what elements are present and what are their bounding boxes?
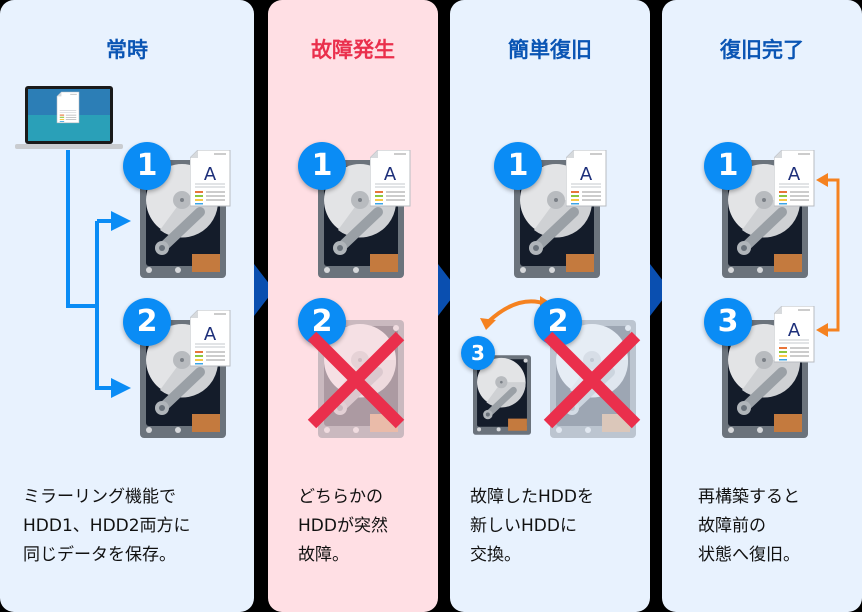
- svg-text:A: A: [788, 164, 801, 185]
- document-icon: A: [370, 150, 412, 208]
- failure-cross-icon: [542, 330, 642, 430]
- badge-hdd-1: 1: [298, 142, 346, 190]
- panel-title: 故障発生: [311, 38, 395, 62]
- badge-hdd-1: 1: [494, 142, 542, 190]
- panel-failure: 故障発生 A 1 2 どちらかの HDDが突然 故障。: [268, 0, 438, 612]
- badge-hdd-1: 1: [123, 142, 171, 190]
- laptop-icon: [15, 86, 123, 152]
- panel-description: ミラーリング機能で HDD1、HDD2両方に 同じデータを保存。: [23, 487, 191, 565]
- mirror-arrows: [66, 150, 131, 398]
- panel-title: 復旧完了: [720, 38, 804, 62]
- failure-cross-icon: [306, 330, 406, 430]
- panel-description: どちらかの HDDが突然 故障。: [298, 487, 388, 565]
- svg-text:A: A: [580, 164, 593, 185]
- svg-text:A: A: [384, 164, 397, 185]
- document-icon: A: [774, 306, 816, 364]
- svg-text:A: A: [204, 164, 217, 185]
- panel-normal: 常時 A 1 A 2 ミラーリング機能で HDD1、HDD2両方に 同じデータを…: [0, 0, 254, 612]
- badge-hdd-3: 3: [704, 298, 752, 346]
- document-icon: A: [190, 310, 232, 368]
- document-icon: A: [774, 150, 816, 208]
- panel-easy-recovery: 簡単復旧 A 1 3 2 故障したHDDを 新しいHDDに 交換。: [450, 0, 650, 612]
- document-icon: A: [190, 150, 232, 208]
- panel-recovery-complete: 復旧完了 A 1 A 3 再構築すると 故障前の 状態へ復旧。: [662, 0, 862, 612]
- document-icon: A: [566, 150, 608, 208]
- panel-description: 故障したHDDを 新しいHDDに 交換。: [470, 487, 594, 565]
- badge-hdd-1: 1: [704, 142, 752, 190]
- panel-title: 簡単復旧: [508, 38, 592, 62]
- badge-hdd-3: 3: [461, 336, 495, 370]
- panel-title: 常時: [106, 38, 148, 62]
- panel-description: 再構築すると 故障前の 状態へ復旧。: [698, 487, 800, 565]
- badge-hdd-2: 2: [123, 298, 171, 346]
- svg-text:A: A: [204, 324, 217, 345]
- svg-text:A: A: [788, 320, 801, 341]
- rebuild-arrow-icon: [816, 173, 840, 337]
